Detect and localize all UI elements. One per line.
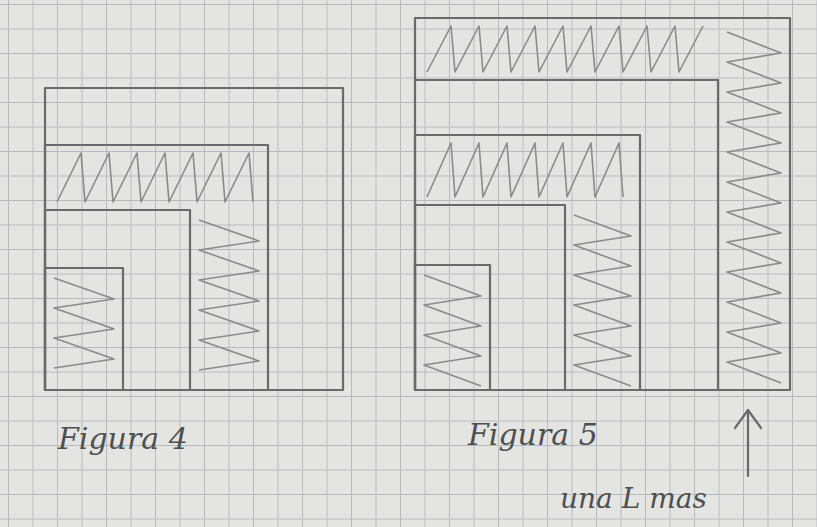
hatch-scribble [199, 220, 259, 370]
hatch-scribble [574, 215, 631, 386]
outer-square [45, 88, 343, 390]
l-square [415, 135, 640, 390]
l-square [45, 210, 190, 390]
pointer-arrow [747, 412, 749, 476]
hatch-scribble [727, 32, 781, 383]
outer-square [415, 18, 790, 390]
figure-caption: Figura 4 [58, 422, 188, 456]
figure-caption: Figura 5 [468, 418, 598, 452]
hatch-scribble [427, 26, 703, 72]
hatch-scribble [424, 275, 481, 386]
l-border [415, 79, 718, 81]
inner-square [415, 265, 490, 390]
hatch-scribble [427, 143, 623, 197]
inner-square [45, 268, 123, 390]
l-square [45, 145, 268, 390]
hatch-scribble [57, 153, 253, 202]
l-square [415, 205, 565, 390]
hatch-scribble [54, 278, 114, 368]
note-text: una L mas [560, 482, 707, 516]
l-border [717, 80, 719, 390]
hatching [54, 26, 781, 386]
pointer-arrowhead [735, 410, 761, 428]
